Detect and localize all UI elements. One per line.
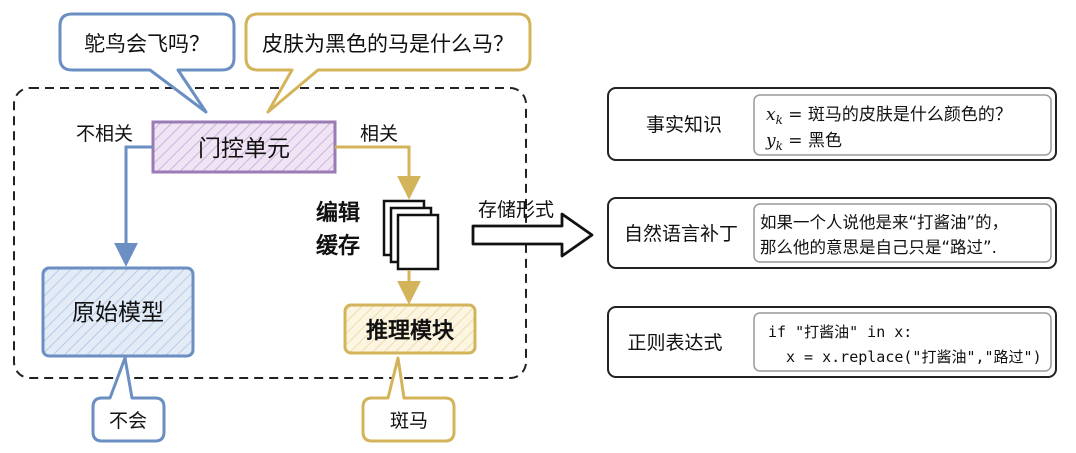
answer-zebra-bubble: 斑马 bbox=[361, 356, 456, 443]
not-related-arrow bbox=[114, 145, 153, 267]
storage-form-arrow bbox=[471, 212, 594, 258]
black-horse-question-bubble: 皮肤为黑色的马是什么马？ bbox=[244, 12, 532, 114]
related-arrow bbox=[335, 145, 421, 200]
reasoning-module-label: 推理模块 bbox=[366, 319, 455, 344]
not-related-label: 不相关 bbox=[76, 123, 133, 145]
reasoning-module-box: 推理模块 bbox=[343, 303, 477, 355]
answer-no-bubble: 不会 bbox=[91, 356, 166, 443]
regex-line1: if "打酱油" in x: bbox=[768, 323, 912, 341]
form-factual-knowledge: 事实知识 xk = 斑马的皮肤是什么颜色的？ yk = 黑色 bbox=[607, 87, 1057, 161]
form-nl-patch-content-box bbox=[753, 203, 1052, 263]
ostrich-question-bubble: 鸵鸟会飞吗？ bbox=[58, 12, 236, 114]
fact-x-var: x bbox=[766, 105, 776, 125]
gate-unit-label: 门控单元 bbox=[198, 136, 290, 162]
form-regular-expression: 正则表达式 if "打酱油" in x: x = x.replace("打酱油"… bbox=[607, 306, 1057, 378]
ostrich-question-text: 鸵鸟会飞吗？ bbox=[84, 32, 210, 56]
form-regex-title: 正则表达式 bbox=[627, 332, 722, 354]
form-factual-knowledge-title: 事实知识 bbox=[646, 114, 722, 136]
fact-y-sub: k bbox=[776, 139, 783, 153]
regex-line2: x = x.replace("打酱油","路过") bbox=[786, 348, 1042, 366]
fact-x-line: xk = 斑马的皮肤是什么颜色的？ bbox=[766, 105, 1012, 127]
form-factual-knowledge-content-box bbox=[753, 94, 1052, 156]
gate-unit-box: 门控单元 bbox=[151, 120, 337, 174]
nl-patch-line2: 那么他的意思是自己只是“路过”. bbox=[760, 238, 997, 257]
original-model-label: 原始模型 bbox=[72, 300, 164, 326]
form-natural-language-patch: 自然语言补丁 如果一个人说他是来“打酱油”的， 那么他的意思是自己只是“路过”. bbox=[607, 197, 1057, 269]
black-horse-question-text: 皮肤为黑色的马是什么马？ bbox=[262, 32, 514, 56]
form-regex-content-box bbox=[753, 312, 1052, 372]
original-model-box: 原始模型 bbox=[41, 266, 195, 358]
form-nl-patch-title: 自然语言补丁 bbox=[624, 223, 738, 245]
fact-x-eq: = 斑马的皮肤是什么颜色的？ bbox=[783, 105, 1012, 125]
edit-cache-line2: 缓存 bbox=[316, 233, 360, 259]
fact-y-eq: = 黑色 bbox=[783, 131, 842, 151]
related-label: 相关 bbox=[360, 123, 398, 145]
fact-x-sub: k bbox=[776, 113, 783, 127]
edit-cache-line1: 编辑 bbox=[316, 200, 360, 226]
edit-cache-documents-icon bbox=[382, 199, 440, 271]
fact-y-line: yk = 黑色 bbox=[765, 131, 842, 153]
answer-zebra-text: 斑马 bbox=[390, 410, 428, 432]
storage-form-label: 存储形式 bbox=[478, 199, 554, 221]
fact-y-var: y bbox=[765, 131, 776, 151]
answer-no-text: 不会 bbox=[109, 410, 147, 432]
nl-patch-line1: 如果一个人说他是来“打酱油”的， bbox=[760, 213, 1008, 232]
